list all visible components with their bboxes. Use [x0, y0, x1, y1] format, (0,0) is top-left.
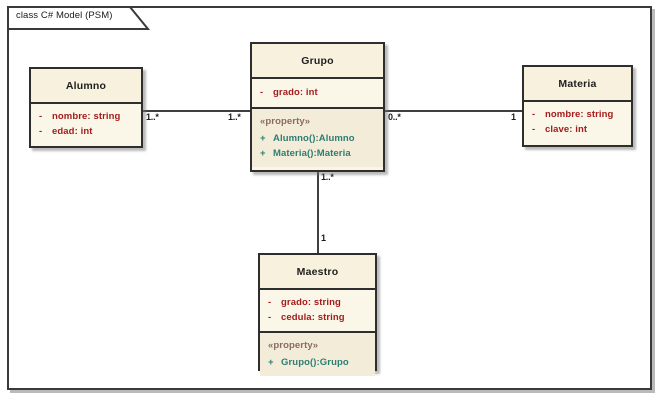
- class-title-grupo: Grupo: [301, 55, 334, 67]
- class-name-compartment-alumno: Alumno: [31, 69, 141, 102]
- operation-label: Materia():Materia: [273, 148, 351, 159]
- stereotype-label-grupo: «property»: [260, 116, 311, 127]
- visibility-marker: +: [260, 133, 266, 144]
- class-box-materia[interactable]: Materia -nombre: string -clave: int: [522, 65, 633, 147]
- attribute-row: -edad: int: [39, 124, 133, 139]
- multiplicity-grupo-right-end: 0..*: [388, 112, 401, 122]
- class-attributes-compartment-materia: -nombre: string -clave: int: [524, 100, 631, 143]
- visibility-marker: +: [260, 148, 266, 159]
- visibility-marker: -: [260, 87, 264, 98]
- visibility-marker: -: [532, 109, 536, 120]
- operation-label: Alumno():Alumno: [273, 133, 355, 144]
- operation-row: + Alumno():Alumno: [260, 131, 375, 146]
- visibility-marker: -: [39, 111, 43, 122]
- class-operations-compartment-maestro: «property» + Grupo():Grupo: [260, 331, 375, 376]
- class-name-compartment-grupo: Grupo: [252, 44, 383, 77]
- multiplicity-alumno-end: 1..*: [146, 112, 159, 122]
- multiplicity-maestro-end: 1: [321, 233, 326, 243]
- attribute-row: -grado: string: [268, 295, 367, 310]
- attribute-label: edad: int: [52, 126, 93, 137]
- visibility-marker: -: [268, 312, 272, 323]
- stereotype-label-maestro: «property»: [268, 340, 319, 351]
- frame-name-tab: class C# Model (PSM): [7, 6, 153, 30]
- visibility-marker: -: [268, 297, 272, 308]
- class-attributes-compartment-alumno: -nombre: string -edad: int: [31, 102, 141, 145]
- attribute-row: -clave: int: [532, 122, 623, 137]
- class-attributes-compartment-maestro: -grado: string -cedula: string: [260, 288, 375, 331]
- association-grupo-materia: [385, 110, 524, 112]
- class-title-materia: Materia: [558, 78, 597, 90]
- attribute-label: grado: string: [281, 297, 341, 308]
- multiplicity-grupo-bottom-end: 1..*: [321, 172, 334, 182]
- operation-row: + Materia():Materia: [260, 146, 375, 161]
- class-title-alumno: Alumno: [65, 80, 107, 92]
- frame-tab-shape: [7, 6, 151, 30]
- multiplicity-grupo-left-end: 1..*: [228, 112, 241, 122]
- visibility-marker: +: [268, 357, 274, 368]
- class-attributes-compartment-grupo: -grado: int: [252, 77, 383, 107]
- association-alumno-grupo: [143, 110, 252, 112]
- class-operations-compartment-grupo: «property» + Alumno():Alumno + Materia():M…: [252, 107, 383, 167]
- attribute-label: cedula: string: [281, 312, 345, 323]
- operation-label: Grupo():Grupo: [281, 357, 349, 368]
- attribute-row: -grado: int: [260, 85, 375, 100]
- class-box-alumno[interactable]: Alumno -nombre: string -edad: int: [29, 67, 143, 148]
- operation-row: + Grupo():Grupo: [268, 355, 367, 370]
- class-name-compartment-maestro: Maestro: [260, 255, 375, 288]
- attribute-label: nombre: string: [52, 111, 121, 122]
- class-box-maestro[interactable]: Maestro -grado: string -cedula: string «…: [258, 253, 377, 376]
- class-box-grupo[interactable]: Grupo -grado: int «property» + Alumno():A…: [250, 42, 385, 172]
- attribute-row: -cedula: string: [268, 310, 367, 325]
- attribute-row: -nombre: string: [532, 107, 623, 122]
- class-title-maestro: Maestro: [296, 266, 339, 278]
- attribute-label: clave: int: [545, 124, 588, 135]
- attribute-label: nombre: string: [545, 109, 614, 120]
- multiplicity-materia-end: 1: [511, 112, 516, 122]
- class-name-compartment-materia: Materia: [524, 67, 631, 100]
- visibility-marker: -: [532, 124, 536, 135]
- frame-title: class C# Model (PSM): [16, 10, 113, 21]
- attribute-label: grado: int: [273, 87, 318, 98]
- association-grupo-maestro: [317, 171, 319, 254]
- visibility-marker: -: [39, 126, 43, 137]
- attribute-row: -nombre: string: [39, 109, 133, 124]
